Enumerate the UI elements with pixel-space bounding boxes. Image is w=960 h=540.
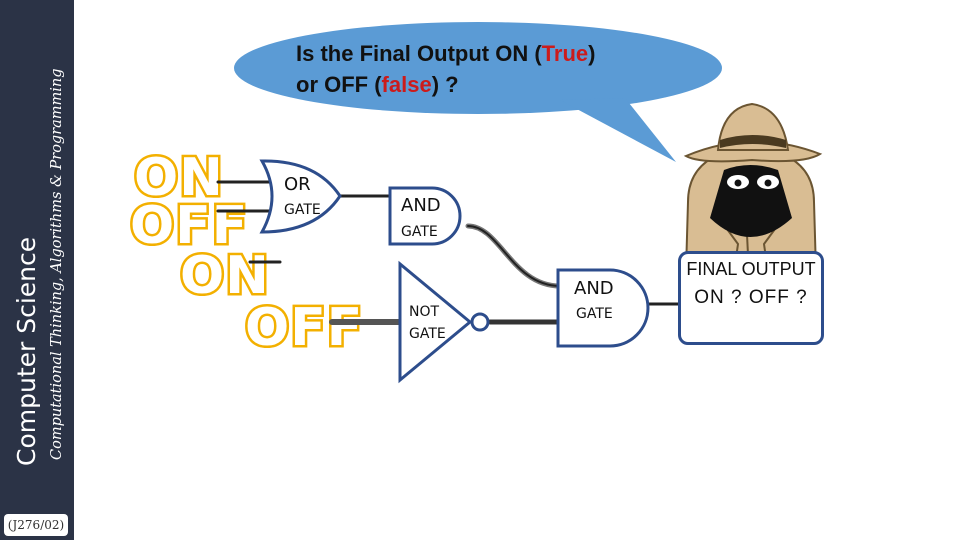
not-gate-sublabel: GATE	[409, 326, 446, 342]
question-false-word: false	[381, 72, 432, 97]
sidebar: Computer Science Computational Thinking,…	[0, 0, 74, 540]
or-gate-label: OR	[284, 174, 311, 195]
question-part-3: or OFF (	[296, 72, 382, 97]
final-output-question: ON ? OFF ?	[694, 287, 808, 308]
question-text: Is the Final Output ON (True) or OFF (fa…	[296, 38, 716, 100]
not-gate: NOT GATE	[398, 260, 490, 384]
final-output-title: FINAL OUTPUT	[686, 259, 816, 279]
or-gate-sublabel: GATE	[284, 202, 321, 218]
and-gate-1-sublabel: GATE	[401, 224, 438, 240]
input-1-value: ON	[134, 148, 224, 208]
wire-and1-out	[465, 223, 563, 289]
question-part-4: ) ?	[431, 72, 459, 97]
speech-bubble	[234, 22, 722, 162]
and-gate-2-label: AND	[574, 278, 614, 299]
input-3-value: ON	[180, 246, 270, 306]
and-gate-1-label: AND	[401, 195, 441, 216]
input-2-value: OFF	[130, 196, 248, 256]
course-code-badge: (J276/02)	[4, 514, 68, 536]
question-part-2: )	[588, 41, 596, 66]
and-gate-2-sublabel: GATE	[576, 306, 613, 322]
and-gate-1: AND GATE	[388, 186, 462, 246]
not-gate-label: NOT	[409, 304, 439, 320]
input-4-value: OFF	[245, 298, 363, 358]
and-gate-2: AND GATE	[556, 268, 650, 348]
final-output-box: FINAL OUTPUT ON ? OFF ?	[678, 251, 824, 345]
or-gate: OR GATE	[259, 159, 342, 234]
wires	[216, 180, 684, 325]
question-part-1: Is the Final Output ON (	[296, 41, 542, 66]
question-true-word: True	[541, 41, 589, 66]
